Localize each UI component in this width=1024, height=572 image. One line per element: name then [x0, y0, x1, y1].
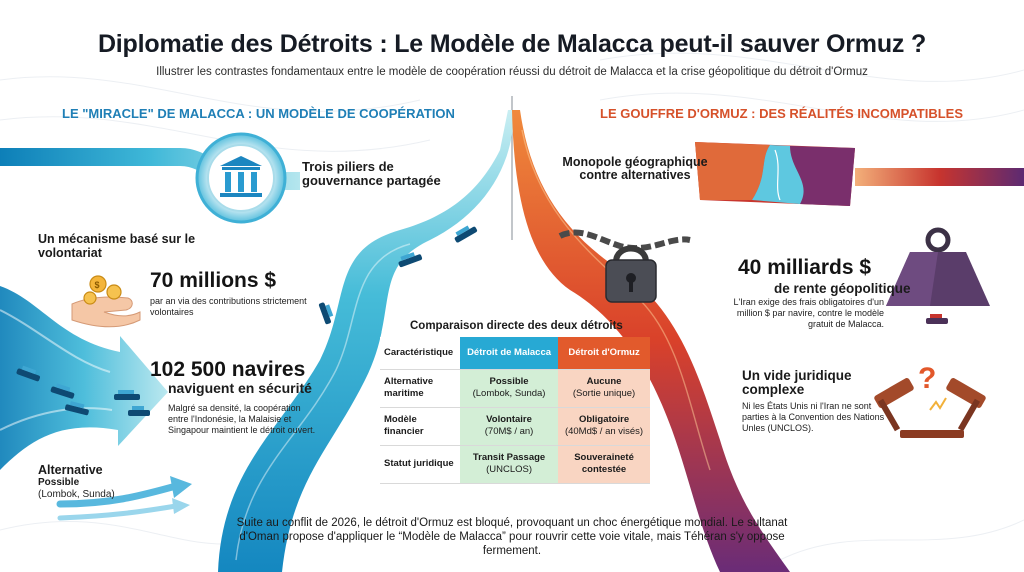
coins-hand-icon: $ — [71, 275, 141, 328]
malacca-ships-desc: Malgré sa densité, la coopération entre … — [168, 403, 316, 435]
mecanisme-label: Un mécanisme basé sur le volontariat — [38, 232, 196, 260]
page-title: Diplomatie des Détroits : Le Modèle de M… — [97, 30, 927, 58]
ormuz-cell: Obligatoire(40Md$ / an visés) — [558, 407, 650, 446]
comparison-title: Comparaison directe des deux détroits — [410, 320, 623, 332]
padlock-chain-icon — [558, 229, 691, 303]
page-subtitle: Illustrer les contrastes fondamentaux en… — [156, 66, 868, 78]
header-caracteristique: Caractéristique — [380, 337, 460, 370]
comparison-table: Caractéristique Détroit de Malacca Détro… — [380, 337, 650, 484]
table-row: Statut juridique Transit Passage(UNCLOS)… — [380, 445, 650, 484]
cell-detail: (Sortie unique) — [572, 388, 636, 399]
cell-detail: (Lombok, Sunda) — [472, 388, 546, 399]
ormuz-amount-sub: de rente géopolitique — [774, 281, 911, 296]
cell-value: Transit Passage — [472, 452, 546, 463]
footer-note: Suite au conflit de 2026, le détroit d'O… — [236, 517, 788, 557]
malacca-cell: Volontaire(70M$ / an) — [460, 407, 559, 446]
row-label: Statut juridique — [380, 445, 460, 484]
cargo-ship-icon — [16, 225, 948, 416]
monopole-label: Monopole géographique contre alternative… — [562, 155, 708, 182]
header-ormuz: Détroit d'Ormuz — [558, 337, 650, 370]
cell-value: Aucune — [586, 376, 622, 387]
contour-lines — [0, 52, 1024, 561]
cell-detail: (40Md$ / an visés) — [564, 426, 644, 437]
cell-value: Obligatoire — [578, 414, 630, 425]
ormuz-cell: Aucune(Sortie unique) — [558, 369, 650, 408]
comparison-header-row: Caractéristique Détroit de Malacca Détro… — [380, 337, 650, 370]
malacca-cell: Possible(Lombok, Sunda) — [460, 369, 559, 408]
ormuz-amount: 40 milliards $ — [738, 256, 872, 279]
ormuz-amount-desc: L'Iran exige des frais obligatoires d'un… — [733, 297, 884, 329]
ormuz-river — [512, 110, 790, 572]
gavel-question-icon: ? — [874, 362, 986, 438]
alternative-arrows-icon — [56, 476, 192, 521]
cell-detail: (UNCLOS) — [486, 464, 532, 475]
cell-value: Volontaire — [486, 414, 532, 425]
malacca-amount: 70 millions $ — [150, 269, 277, 292]
strait-cutout-icon — [695, 142, 855, 206]
cell-detail: (70M$ / an) — [484, 426, 534, 437]
vide-juridique-desc: Ni les États Unis ni l'Iran ne sont part… — [742, 401, 885, 433]
pillars-icon — [195, 132, 287, 224]
malacca-ships: 102 500 navires — [150, 358, 306, 381]
alternative-examples: (Lombok, Sunda) — [38, 489, 115, 500]
malacca-heading: LE "MIRACLE" DE MALACCA : UN MODÈLE DE C… — [62, 106, 455, 121]
alternative-value: Possible — [38, 477, 80, 488]
ormuz-heading: LE GOUFFRE D'ORMUZ : DES RÉALITÉS INCOMP… — [600, 106, 963, 121]
malacca-arrow — [0, 286, 168, 470]
cell-detail: contestée — [581, 464, 627, 475]
table-row: Alternative maritime Possible(Lombok, Su… — [380, 369, 650, 408]
alternative-title: Alternative — [38, 463, 103, 477]
malacca-cell: Transit Passage(UNCLOS) — [460, 445, 559, 484]
cell-value: Possible — [489, 376, 529, 387]
cell-value: Souveraineté — [574, 452, 634, 463]
svg-text:$: $ — [95, 280, 100, 290]
ormuz-ribbon — [855, 168, 1024, 186]
row-label: Modèle financier — [380, 407, 460, 446]
row-label: Alternative maritime — [380, 369, 460, 408]
piliers-label: Trois piliers de gouvernance partagée — [302, 159, 441, 188]
malacca-river — [218, 110, 514, 572]
header-malacca: Détroit de Malacca — [460, 337, 559, 370]
weight-icon — [886, 227, 990, 306]
svg-text:?: ? — [918, 362, 936, 395]
vide-juridique-label: Un vide juridique complexe — [742, 368, 852, 397]
malacca-ships-sub: naviguent en sécurité — [168, 380, 312, 396]
malacca-amount-desc: par an via des contributions strictement… — [150, 296, 307, 317]
table-row: Modèle financier Volontaire(70M$ / an) O… — [380, 407, 650, 446]
